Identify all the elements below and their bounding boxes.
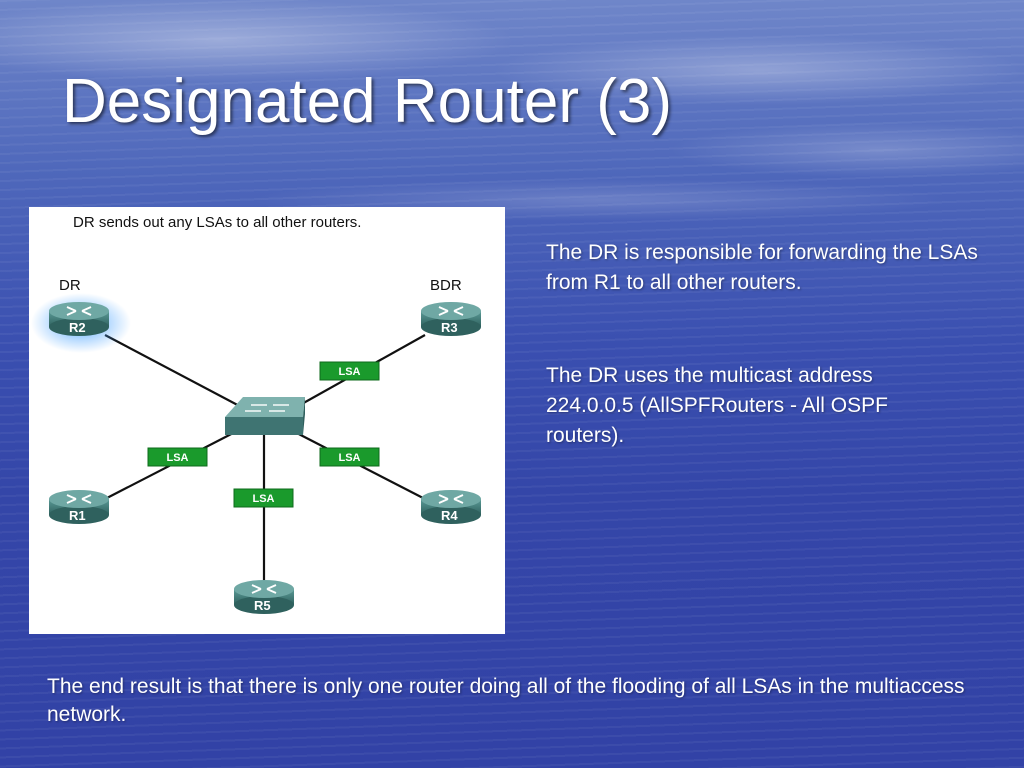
router-label-r2: R2 — [69, 320, 86, 335]
router-arrows-icon — [66, 306, 92, 316]
diagram-figure: DR sends out any LSAs to all other route… — [29, 207, 505, 634]
lsa-label: LSA — [253, 493, 275, 505]
network-diagram: DR sends out any LSAs to all other route… — [31, 214, 481, 614]
link-r2-switch — [104, 334, 248, 411]
lsa-tag-r4: LSA — [319, 447, 380, 467]
paragraph-dr-forwarding: The DR is responsible for forwarding the… — [546, 241, 978, 294]
router-r1: R1 — [49, 490, 109, 524]
figure-caption: DR sends out any LSAs to all other route… — [73, 214, 361, 231]
paragraph-multicast: The DR uses the multicast address 224.0.… — [546, 364, 888, 447]
slide-title: Designated Router (3) — [62, 67, 672, 136]
router-arrows-icon — [438, 494, 464, 504]
lsa-label: LSA — [339, 366, 361, 378]
router-arrows-icon — [66, 494, 92, 504]
router-label-r3: R3 — [441, 320, 458, 335]
router-label-r5: R5 — [254, 598, 271, 613]
dr-label: DR — [59, 277, 81, 294]
switch-icon — [225, 397, 305, 435]
router-arrows-icon — [251, 584, 277, 594]
lsa-tag-r5: LSA — [233, 488, 294, 508]
router-label-r4: R4 — [441, 508, 458, 523]
lsa-label: LSA — [167, 452, 189, 464]
lsa-tag-r3: LSA — [319, 361, 380, 381]
router-r5: R5 — [234, 580, 294, 614]
router-r4: R4 — [421, 490, 481, 524]
bdr-label: BDR — [430, 277, 462, 294]
router-r3: R3 — [421, 302, 481, 336]
router-arrows-icon — [438, 306, 464, 316]
paragraph-end-result: The end result is that there is only one… — [47, 675, 965, 726]
router-label-r1: R1 — [69, 508, 86, 523]
lsa-label: LSA — [339, 452, 361, 464]
router-r2: R2 — [49, 302, 109, 336]
lsa-tag-r1: LSA — [147, 447, 208, 467]
